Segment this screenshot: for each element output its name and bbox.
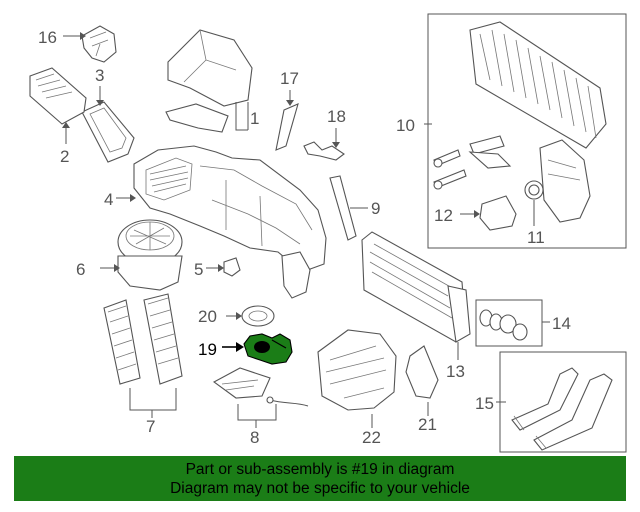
banner-line-1: Part or sub-assembly is #19 in diagram xyxy=(185,461,455,478)
callout-5: 5 xyxy=(194,260,203,279)
part-7-filters xyxy=(103,293,183,418)
part-5-grommet xyxy=(206,257,241,277)
part-9-strip xyxy=(329,175,368,241)
callout-15: 15 xyxy=(475,394,494,413)
callout-11: 11 xyxy=(527,228,545,247)
callout-10: 10 xyxy=(396,116,415,135)
callout-13: 13 xyxy=(446,362,465,381)
callout-1: 1 xyxy=(250,109,259,128)
part-4-hvac-housing xyxy=(116,145,327,299)
part-20-seal xyxy=(226,305,275,327)
part-3-frame xyxy=(81,86,135,163)
part-15-tubes-box xyxy=(496,351,627,453)
callout-16: 16 xyxy=(38,28,57,47)
part-19-highlighted xyxy=(222,333,293,365)
callout-2: 2 xyxy=(60,147,69,166)
part-21-pad xyxy=(405,345,439,416)
part-18-sensor xyxy=(303,128,345,161)
part-13-heater-core xyxy=(361,231,471,360)
callout-4: 4 xyxy=(104,190,113,209)
callout-22: 22 xyxy=(362,428,381,447)
parts-diagram: 16 3 2 1 17 18 4 9 6 5 20 19 7 8 22 21 1… xyxy=(29,13,627,453)
part-22-case xyxy=(317,329,397,428)
callout-9: 9 xyxy=(371,199,380,218)
callout-7: 7 xyxy=(146,417,155,436)
part-14-orings xyxy=(475,299,550,347)
callout-labels: 16 3 2 1 17 18 4 9 6 5 20 19 7 8 22 21 1… xyxy=(38,28,571,447)
callout-6: 6 xyxy=(76,260,85,279)
callout-17: 17 xyxy=(280,69,299,88)
part-1-cover xyxy=(165,29,253,133)
callout-19-highlighted: 19 xyxy=(198,340,217,359)
banner-line-2: Diagram may not be specific to your vehi… xyxy=(170,480,470,497)
part-2-filter xyxy=(29,67,87,144)
callout-20: 20 xyxy=(198,307,217,326)
callout-3: 3 xyxy=(95,66,104,85)
part-8-cover xyxy=(212,367,309,428)
callout-14: 14 xyxy=(552,314,571,333)
info-banner: Part or sub-assembly is #19 in diagram D… xyxy=(14,456,626,501)
callout-8: 8 xyxy=(250,428,259,447)
part-10-evaporator-box xyxy=(424,13,627,249)
callout-18: 18 xyxy=(327,107,346,126)
part-16-connector xyxy=(63,25,117,63)
callout-21: 21 xyxy=(418,415,437,434)
part-17-bracket xyxy=(275,90,299,151)
callout-12: 12 xyxy=(434,206,453,225)
part-6-blower xyxy=(100,219,183,291)
